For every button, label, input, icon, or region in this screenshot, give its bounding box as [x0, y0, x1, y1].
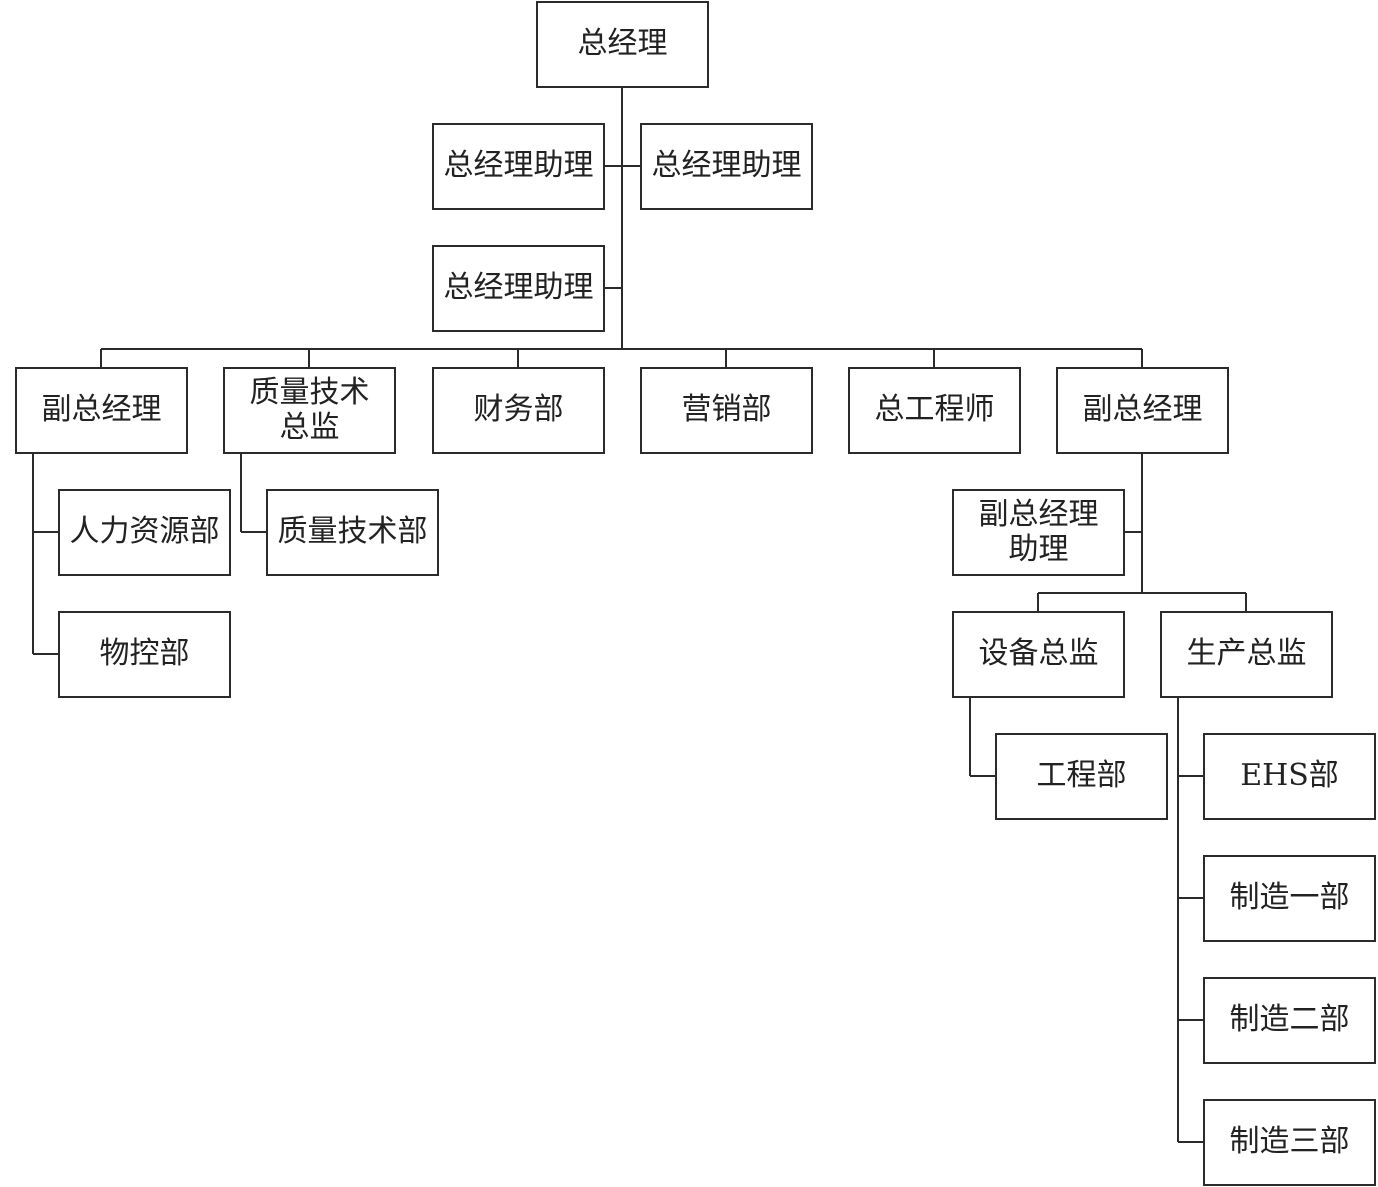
node-label: 副总经理: [41, 392, 162, 428]
node-quality-tech-director: 质量技术 总监: [223, 367, 396, 454]
node-deputy-gm-right: 副总经理: [1056, 367, 1229, 454]
node-manufacturing-2: 制造二部: [1203, 977, 1376, 1064]
node-label: EHS部: [1240, 758, 1339, 794]
node-equipment-director: 设备总监: [952, 611, 1125, 698]
node-manufacturing-3: 制造三部: [1203, 1099, 1376, 1186]
node-marketing: 营销部: [640, 367, 813, 454]
node-label: 副总经理: [1082, 392, 1203, 428]
node-label-line-1: 副总经理: [978, 497, 1099, 532]
node-finance: 财务部: [432, 367, 605, 454]
node-label: 总经理: [577, 26, 668, 62]
node-human-resources: 人力资源部: [58, 489, 231, 576]
node-label: 制造一部: [1229, 880, 1350, 916]
node-label: 制造二部: [1229, 1002, 1350, 1038]
node-label-line-1: 质量技术: [249, 375, 370, 410]
node-general-manager: 总经理: [536, 1, 709, 88]
node-material-control: 物控部: [58, 611, 231, 698]
node-gm-assistant-2: 总经理助理: [640, 123, 813, 210]
node-label: 人力资源部: [69, 514, 220, 550]
node-gm-assistant-1: 总经理助理: [432, 123, 605, 210]
node-deputy-gm-left: 副总经理: [15, 367, 188, 454]
node-deputy-gm-assistant: 副总经理 助理: [952, 489, 1125, 576]
node-label: 财务部: [473, 392, 564, 428]
node-chief-engineer: 总工程师: [848, 367, 1021, 454]
node-label: 总经理助理: [443, 270, 594, 306]
node-label: 工程部: [1036, 758, 1127, 794]
node-gm-assistant-3: 总经理助理: [432, 245, 605, 332]
node-ehs: EHS部: [1203, 733, 1376, 820]
node-production-director: 生产总监: [1160, 611, 1333, 698]
node-label: 生产总监: [1186, 636, 1307, 672]
node-label: 制造三部: [1229, 1124, 1350, 1160]
node-quality-tech-dept: 质量技术部: [266, 489, 439, 576]
node-label-line-2: 总监: [279, 409, 340, 445]
node-label: 营销部: [681, 392, 772, 428]
node-label: 总经理助理: [443, 148, 594, 184]
node-label: 总经理助理: [651, 148, 802, 184]
node-label: 总工程师: [874, 392, 995, 428]
node-label: 设备总监: [978, 636, 1099, 672]
node-manufacturing-1: 制造一部: [1203, 855, 1376, 942]
node-label: 物控部: [99, 636, 190, 672]
node-label: 质量技术部: [277, 514, 428, 550]
node-label-line-2: 助理: [1008, 531, 1069, 567]
node-engineering: 工程部: [995, 733, 1168, 820]
